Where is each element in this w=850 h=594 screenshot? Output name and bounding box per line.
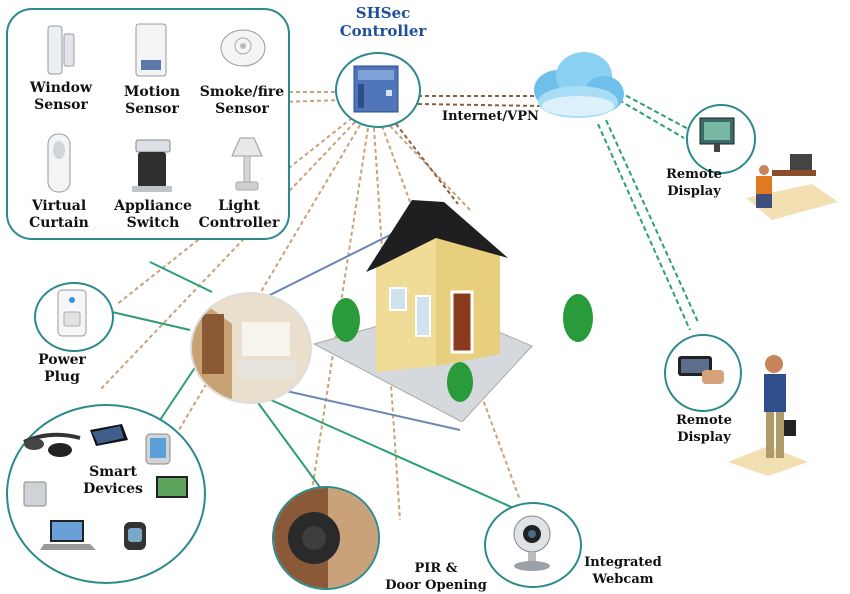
appliance-switch-icon: [132, 139, 172, 192]
shrub-icon: [563, 294, 593, 342]
internet-vpn-label: Internet/VPN: [442, 109, 539, 124]
monitor-icon: [699, 117, 735, 152]
desk-worker-icon: [746, 154, 838, 220]
virtual-curtain-icon: [47, 133, 71, 193]
webcam-icon: [513, 515, 551, 571]
living-room-photo: [190, 292, 312, 404]
motion-sensor-icon: [135, 23, 167, 77]
smartphone-icon: [678, 356, 724, 384]
lamp-icon: [231, 137, 263, 191]
window-sensor-icon: [47, 25, 75, 75]
businessman-icon: [728, 355, 808, 476]
pir-door-label: PIR &Door Opening: [385, 561, 487, 593]
house-icon: [312, 200, 533, 422]
cloud-icon: [534, 52, 624, 118]
smart-plug-icon: [57, 289, 87, 337]
smart-devices-icon: [23, 424, 188, 550]
smoke-sensor-icon: [220, 29, 266, 67]
controller-device-icon: [353, 65, 399, 113]
pir-door-circle: [272, 486, 380, 590]
